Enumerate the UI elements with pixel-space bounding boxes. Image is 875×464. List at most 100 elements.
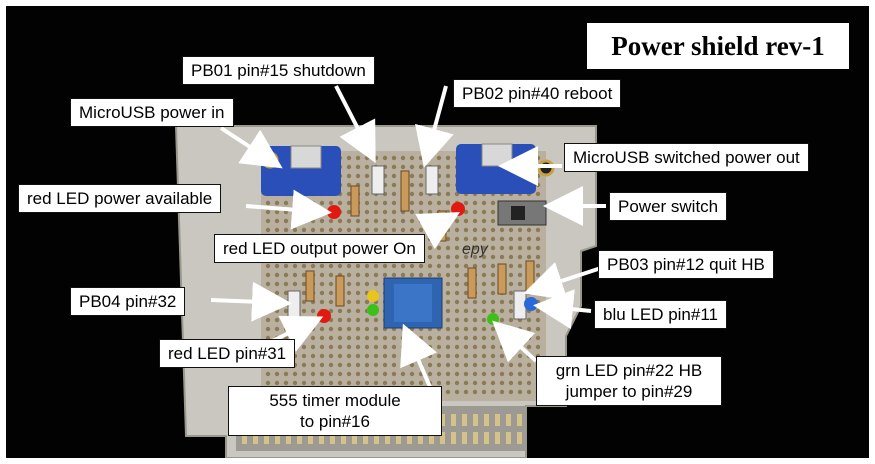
solder-hole (472, 389, 478, 395)
solder-hole (490, 389, 496, 395)
solder-hole (472, 344, 478, 350)
solder-hole (508, 308, 514, 314)
solder-hole (517, 263, 523, 269)
solder-hole (274, 272, 280, 278)
solder-hole (409, 164, 415, 170)
solder-hole (382, 209, 388, 215)
solder-hole (454, 380, 460, 386)
arrow-grn-led (492, 320, 538, 363)
solder-hole (364, 344, 370, 350)
solder-hole (364, 317, 370, 323)
solder-hole (508, 299, 514, 305)
solder-hole (346, 308, 352, 314)
solder-hole (373, 281, 379, 287)
solder-hole (409, 371, 415, 377)
solder-hole (463, 254, 469, 260)
solder-hole (472, 227, 478, 233)
label-usb-in: MicroUSB power in (70, 98, 234, 127)
solder-hole (535, 254, 541, 260)
label-timer-line2: to pin#16 (300, 412, 370, 431)
label-blu-led: blu LED pin#11 (594, 300, 727, 329)
board-silkscreen-text: epy (462, 241, 489, 258)
solder-hole (463, 380, 469, 386)
solder-hole (427, 272, 433, 278)
solder-hole (301, 308, 307, 314)
header-pin (319, 432, 324, 444)
solder-hole (526, 227, 532, 233)
solder-hole (517, 227, 523, 233)
solder-hole (490, 218, 496, 224)
solder-hole (391, 191, 397, 197)
solder-hole (382, 227, 388, 233)
solder-hole (301, 353, 307, 359)
solder-hole (319, 380, 325, 386)
label-pb01: PB01 pin#15 shutdown (182, 56, 375, 85)
solder-hole (328, 371, 334, 377)
solder-hole (364, 272, 370, 278)
solder-hole (310, 371, 316, 377)
solder-hole (490, 290, 496, 296)
solder-hole (265, 380, 271, 386)
label-grn-led-line2: jumper to pin#29 (565, 382, 693, 401)
solder-hole (328, 344, 334, 350)
solder-hole (499, 362, 505, 368)
solder-hole (391, 173, 397, 179)
solder-hole (472, 371, 478, 377)
solder-hole (382, 263, 388, 269)
solder-hole (265, 326, 271, 332)
solder-hole (499, 389, 505, 395)
solder-hole (499, 254, 505, 260)
solder-hole (517, 245, 523, 251)
solder-hole (292, 281, 298, 287)
solder-hole (355, 281, 361, 287)
solder-hole (328, 299, 334, 305)
solder-hole (265, 218, 271, 224)
solder-hole (481, 245, 487, 251)
solder-hole (535, 344, 541, 350)
solder-hole (418, 173, 424, 179)
solder-hole (427, 254, 433, 260)
solder-hole (508, 380, 514, 386)
solder-hole (373, 371, 379, 377)
solder-hole (508, 389, 514, 395)
solder-hole (346, 362, 352, 368)
header-pin (495, 414, 500, 426)
solder-hole (436, 254, 442, 260)
solder-hole (346, 281, 352, 287)
solder-hole (328, 335, 334, 341)
solder-hole (481, 263, 487, 269)
solder-hole (355, 263, 361, 269)
solder-hole (373, 317, 379, 323)
solder-hole (472, 218, 478, 224)
solder-hole (418, 272, 424, 278)
solder-hole (391, 218, 397, 224)
solder-hole (364, 182, 370, 188)
solder-hole (445, 389, 451, 395)
solder-hole (526, 236, 532, 242)
solder-hole (319, 362, 325, 368)
solder-hole (382, 335, 388, 341)
solder-hole (508, 236, 514, 242)
solder-hole (373, 209, 379, 215)
solder-hole (436, 344, 442, 350)
solder-hole (355, 218, 361, 224)
solder-hole (481, 218, 487, 224)
solder-hole (463, 353, 469, 359)
solder-hole (508, 245, 514, 251)
label-grn-led-line1: grn LED pin#22 HB (555, 361, 703, 380)
solder-hole (382, 218, 388, 224)
solder-hole (346, 209, 352, 215)
solder-hole (463, 371, 469, 377)
solder-hole (364, 380, 370, 386)
solder-hole (517, 371, 523, 377)
solder-hole (373, 335, 379, 341)
solder-hole (454, 317, 460, 323)
solder-hole (346, 326, 352, 332)
solder-hole (463, 263, 469, 269)
solder-hole (274, 227, 280, 233)
solder-hole (391, 209, 397, 215)
solder-hole (355, 299, 361, 305)
label-red-led31: red LED pin#31 (159, 339, 296, 368)
solder-hole (526, 380, 532, 386)
solder-hole (337, 326, 343, 332)
